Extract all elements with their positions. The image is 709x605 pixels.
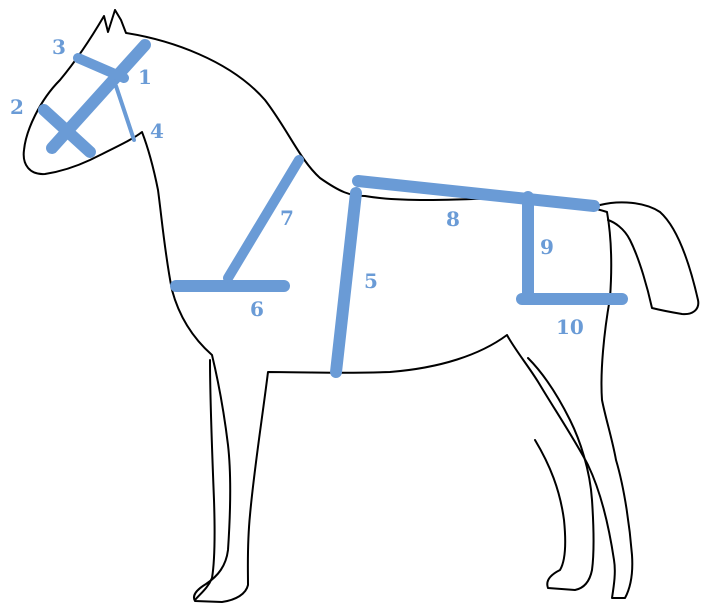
near-fore-leg-outline: [194, 359, 216, 601]
measurement-labels: 1 2 3 4 5 6 7 8 9 10: [10, 35, 584, 339]
measurement-4-line: [114, 84, 136, 142]
measurement-7-label: 7: [280, 206, 294, 230]
measurement-4-label: 4: [150, 119, 164, 143]
measurement-10-label: 10: [556, 315, 584, 339]
horse-body-outline: [22, 9, 634, 603]
measurement-2-line: [38, 104, 96, 158]
measurement-1-label: 1: [138, 65, 152, 89]
measurement-9-label: 9: [540, 235, 554, 259]
measurement-7-line: [223, 155, 304, 283]
measurement-lines: [38, 39, 628, 378]
measurement-6-label: 6: [250, 297, 264, 321]
measurement-5-line: [330, 187, 362, 378]
near-hind-leg-outline: [527, 357, 595, 591]
measurement-3-label: 3: [52, 35, 66, 59]
tail-outline: [599, 201, 700, 316]
measurement-3-line: [73, 53, 129, 83]
measurement-5-label: 5: [364, 269, 378, 293]
measurement-8-line: [352, 175, 600, 212]
measurement-2-label: 2: [10, 95, 24, 119]
measurement-8-label: 8: [446, 207, 460, 231]
horse-outline: [22, 9, 700, 603]
